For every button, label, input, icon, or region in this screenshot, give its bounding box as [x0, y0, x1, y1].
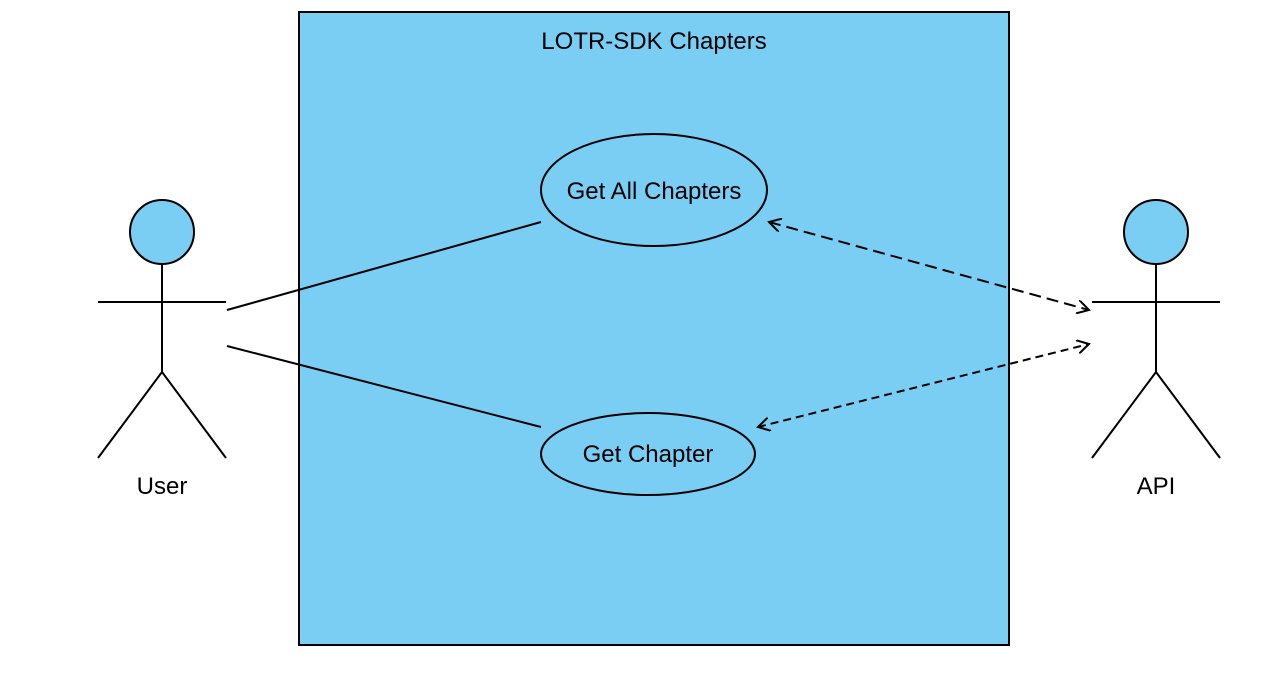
system-boundary: [298, 11, 1010, 646]
use-case-get-all-chapters: Get All Chapters: [540, 133, 768, 247]
actor-head-icon: [129, 199, 195, 265]
system-boundary-title: LOTR-SDK Chapters: [541, 28, 766, 55]
association-user-get-chapter: [226, 345, 542, 428]
actor-head-icon: [1123, 199, 1189, 265]
actor-label: API: [1137, 473, 1176, 500]
actor-api: API: [1091, 199, 1221, 500]
use-case-label: Get Chapter: [583, 441, 714, 468]
actor-label: User: [137, 473, 188, 500]
association-user-get-all-chapters: [226, 221, 542, 311]
use-case-label: Get All Chapters: [567, 178, 742, 205]
use-case-get-chapter: Get Chapter: [540, 412, 756, 496]
dependency-get-chapter-api: [758, 344, 1089, 427]
actor-user: User: [97, 199, 227, 500]
dependency-get-all-chapters-api: [769, 222, 1089, 310]
